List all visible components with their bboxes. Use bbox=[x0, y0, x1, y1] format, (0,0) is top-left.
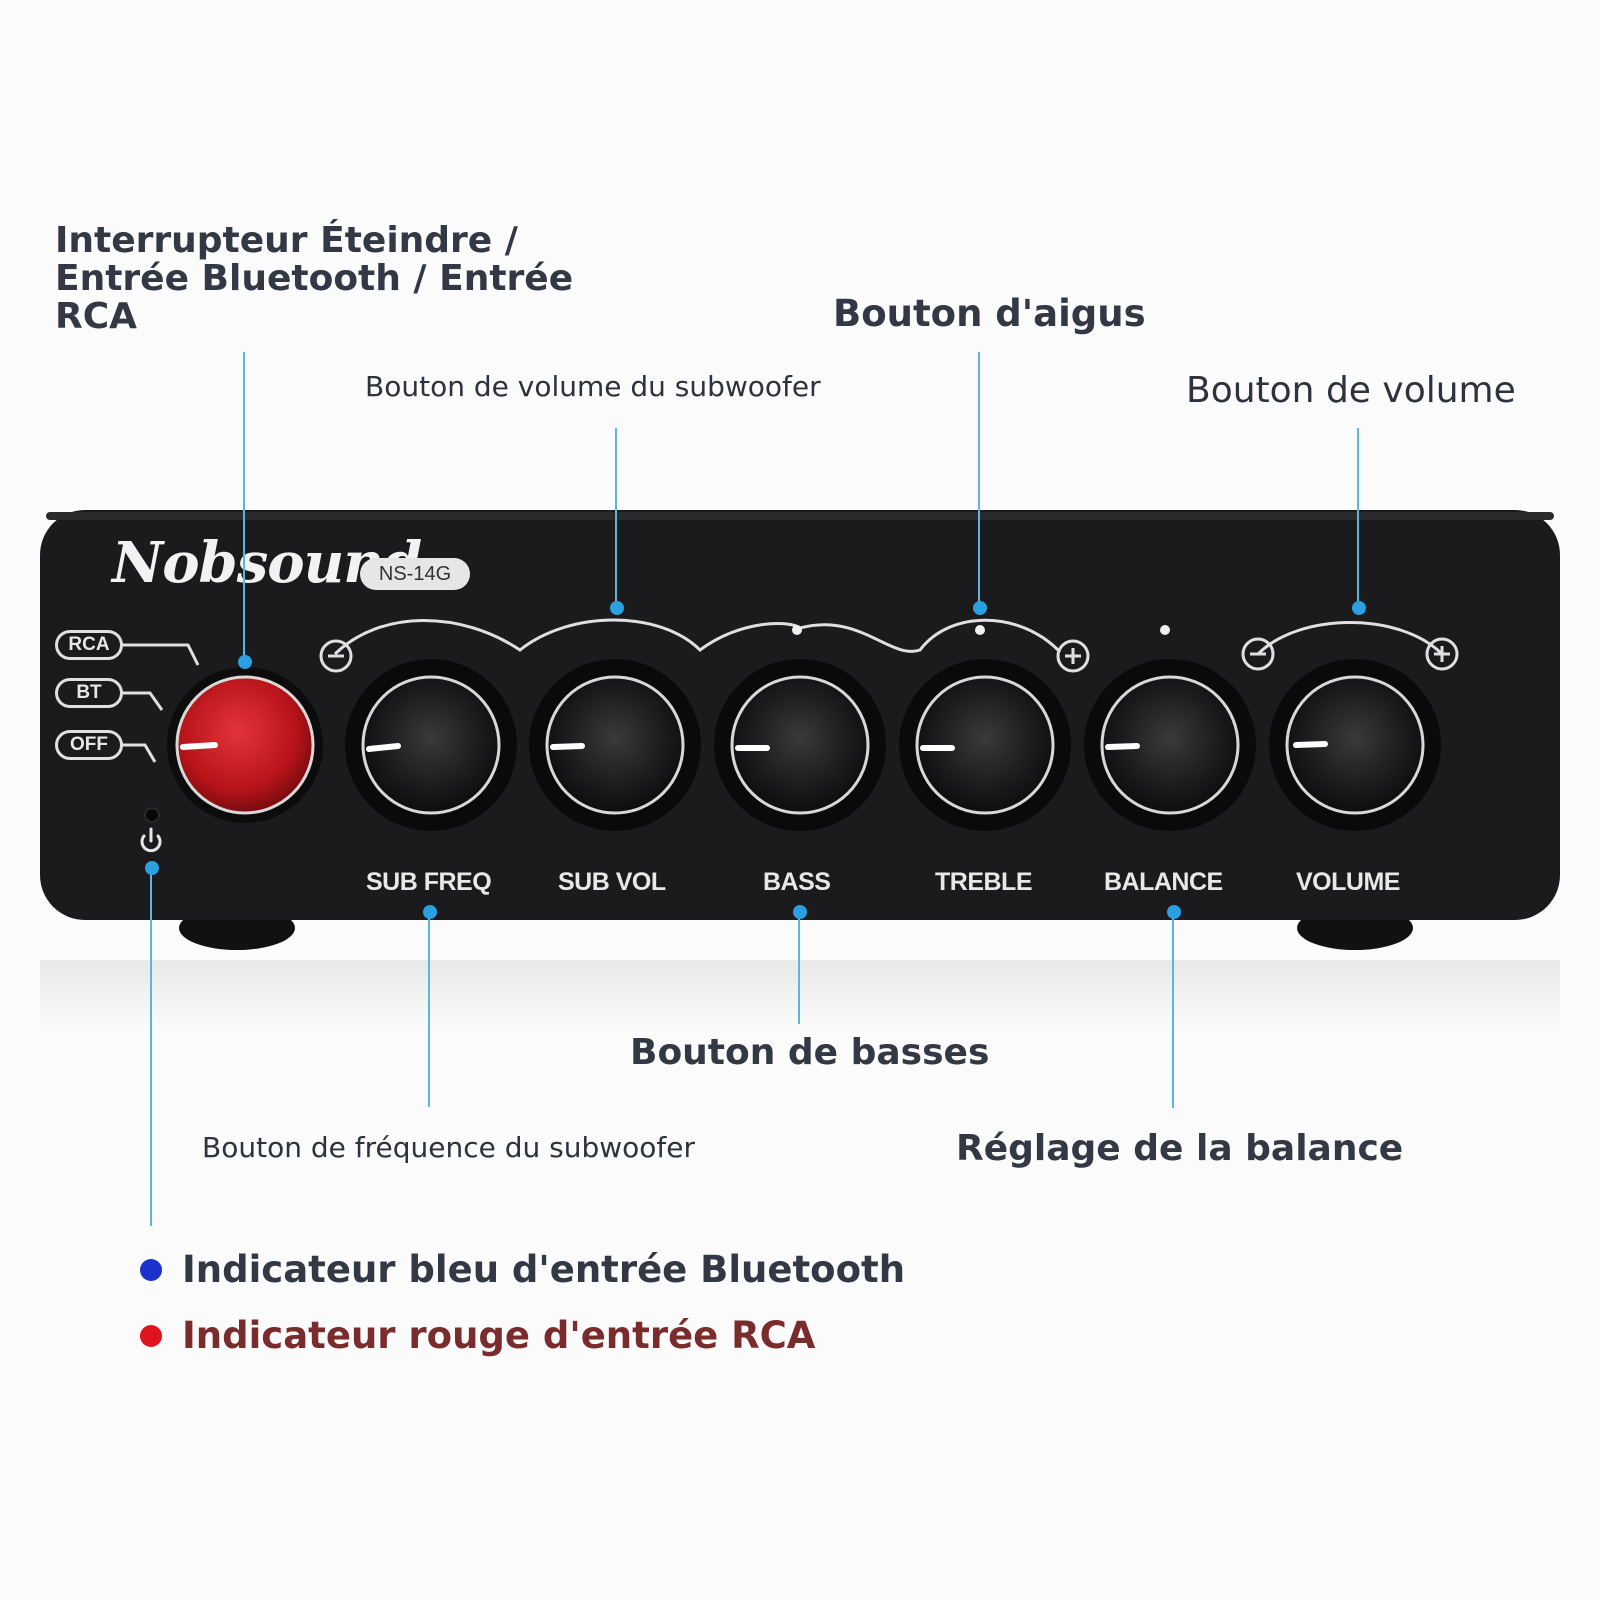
leader-sub-freq bbox=[428, 912, 430, 1107]
legend-blue-text: Indicateur bleu d'entrée Bluetooth bbox=[182, 1248, 906, 1291]
selector-off-line bbox=[120, 743, 157, 763]
label-sub-vol: SUB VOL bbox=[558, 868, 666, 896]
minus-circle-icon bbox=[319, 639, 353, 673]
leader-dot-treble bbox=[973, 601, 987, 615]
red-dot-icon bbox=[140, 1324, 162, 1347]
leader-bass bbox=[798, 912, 800, 1024]
plus-circle-icon bbox=[1425, 637, 1459, 671]
power-knob bbox=[175, 675, 315, 815]
leader-sub-vol bbox=[615, 428, 617, 608]
legend-blue-indicator: Indicateur bleu d'entrée Bluetooth bbox=[140, 1248, 905, 1291]
plus-circle-icon bbox=[1056, 639, 1090, 673]
callout-balance: Réglage de la balance bbox=[956, 1128, 1404, 1169]
reflection bbox=[40, 960, 1560, 1030]
leader-treble bbox=[978, 352, 980, 608]
volume-arc bbox=[1256, 621, 1444, 656]
balance-center-dot bbox=[1160, 625, 1170, 635]
power-knob-indicator bbox=[180, 742, 218, 750]
knob-bass bbox=[714, 659, 886, 831]
legend-red-indicator: Indicateur rouge d'entrée RCA bbox=[140, 1314, 815, 1357]
selector-rca-line bbox=[120, 643, 200, 666]
blue-dot-icon bbox=[140, 1258, 162, 1281]
callout-bass: Bouton de basses bbox=[630, 1032, 990, 1073]
callout-sub-frequency: Bouton de fréquence du subwoofer bbox=[202, 1131, 696, 1164]
callout-power-switch: Interrupteur Éteindre / Entrée Bluetooth… bbox=[55, 220, 574, 337]
label-treble: TREBLE bbox=[935, 868, 1033, 896]
power-icon bbox=[140, 827, 162, 853]
knob-volume bbox=[1269, 659, 1441, 831]
knob-sub-freq bbox=[345, 659, 517, 831]
chassis-top-edge bbox=[46, 512, 1554, 520]
label-balance: BALANCE bbox=[1104, 868, 1223, 896]
model-badge: NS-14G bbox=[360, 558, 470, 590]
bass-center-dot bbox=[792, 625, 802, 635]
selector-bt-line bbox=[120, 691, 164, 711]
leader-volume bbox=[1357, 428, 1359, 608]
label-volume: VOLUME bbox=[1296, 868, 1400, 896]
leader-dot-sub-vol bbox=[610, 601, 624, 615]
leader-dot-balance bbox=[1167, 905, 1181, 919]
knob-balance bbox=[1084, 659, 1256, 831]
leader-dot-sub-freq bbox=[423, 905, 437, 919]
leader-balance bbox=[1172, 912, 1174, 1108]
label-sub-freq: SUB FREQ bbox=[366, 868, 492, 896]
callout-volume: Bouton de volume bbox=[1186, 370, 1516, 411]
selector-label-bt: BT bbox=[55, 678, 123, 708]
leader-dot-bass bbox=[793, 905, 807, 919]
leader-dot-volume bbox=[1352, 601, 1366, 615]
status-led bbox=[144, 807, 160, 823]
leader-dot-indicator bbox=[145, 861, 159, 875]
leader-indicator bbox=[150, 868, 152, 1226]
callout-treble: Bouton d'aigus bbox=[833, 292, 1146, 335]
minus-circle-icon bbox=[1241, 637, 1275, 671]
legend-red-text: Indicateur rouge d'entrée RCA bbox=[182, 1314, 816, 1357]
selector-label-rca: RCA bbox=[55, 630, 123, 660]
callout-sub-volume: Bouton de volume du subwoofer bbox=[365, 370, 821, 403]
knob-sub-vol bbox=[529, 659, 701, 831]
selector-label-off: OFF bbox=[55, 730, 123, 760]
leader-dot-power bbox=[238, 655, 252, 669]
treble-center-dot bbox=[975, 625, 985, 635]
knob-treble bbox=[899, 659, 1071, 831]
tone-arc bbox=[333, 618, 1062, 656]
label-bass: BASS bbox=[763, 868, 831, 896]
leader-power bbox=[243, 352, 245, 662]
